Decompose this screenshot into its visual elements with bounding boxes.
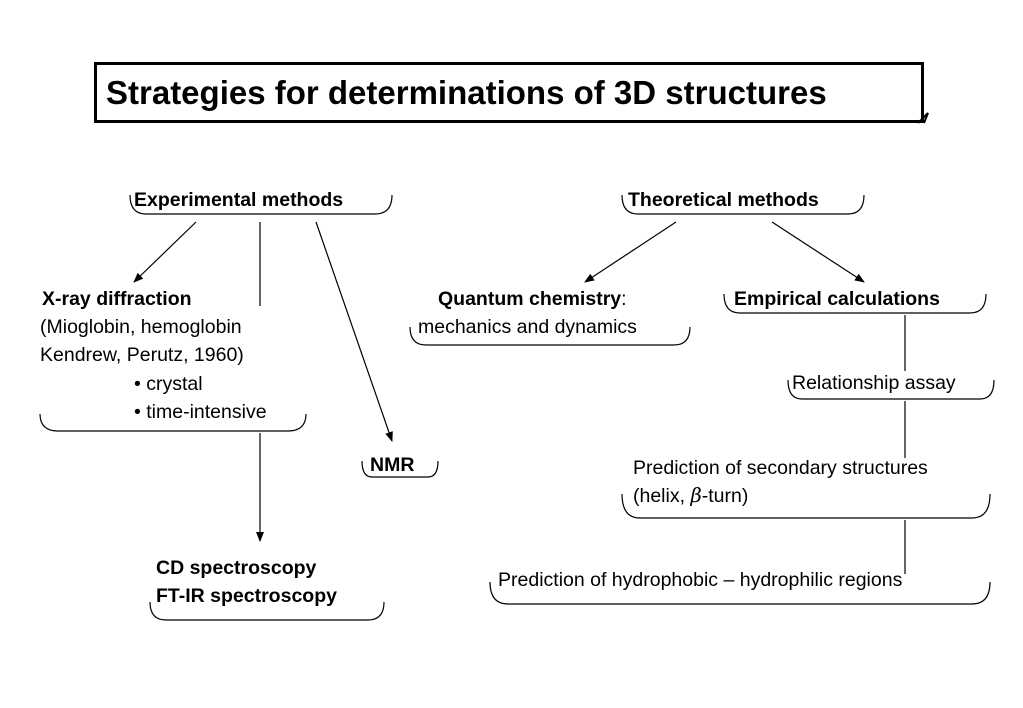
hydrophobic-regions-label: Prediction of hydrophobic – hydrophilic … [498,569,903,591]
brace-secondary [621,493,991,519]
beta-symbol: β [690,484,702,507]
nmr-label: NMR [370,454,415,476]
secondary-structures-line-1: Prediction of secondary structures [633,457,928,479]
xray-detail-line-2: Kendrew, Perutz, 1960) [40,344,244,366]
xray-bullet-time: time-intensive [134,398,267,426]
xray-diffraction-label: X-ray diffraction [42,288,192,310]
brace-experimental [129,194,393,215]
brace-quantum [409,326,691,346]
brace-xray [39,413,307,432]
cd-spectroscopy-label: CD spectroscopy [156,557,317,579]
arrow-theoretical-to-empirical [771,221,865,283]
xray-detail-line-1: (Mioglobin, hemoglobin [40,316,242,338]
brace-empirical [723,293,987,314]
secondary-structures-line-2: (helix, β-turn) [633,482,748,510]
brace-relationship [787,379,995,400]
quantum-detail: mechanics and dynamics [418,316,637,338]
brace-hydrophobic [489,581,991,605]
xray-bullet-crystal: crystal [134,370,203,398]
experimental-methods-heading: Experimental methods [134,189,344,211]
theoretical-methods-heading: Theoretical methods [628,189,819,211]
page-title: Strategies for determinations of 3D stru… [106,74,827,111]
brace-spectroscopy [149,601,385,621]
xray-bullet-crystal-text: crystal [146,373,203,395]
xray-bullet-time-text: time-intensive [146,401,267,423]
title-box [94,62,924,123]
arrow-experimental-to-nmr [315,221,393,442]
secondary-suffix: -turn) [701,485,749,507]
quantum-chemistry-colon: : [621,288,627,310]
arrow-experimental-to-xray [133,221,197,283]
brace-theoretical [621,194,865,215]
quantum-chemistry-name: Quantum chemistry [438,288,622,310]
relationship-assay-label: Relationship assay [792,372,956,394]
brace-nmr [361,460,439,478]
quantum-chemistry-label: Quantum chemistry: [438,285,627,313]
secondary-prefix: (helix, [633,485,691,507]
ftir-spectroscopy-label: FT-IR spectroscopy [156,585,337,607]
empirical-calculations-label: Empirical calculations [734,288,940,310]
connectors [133,221,906,574]
braces [39,194,995,621]
arrow-theoretical-to-quantum [584,221,677,283]
